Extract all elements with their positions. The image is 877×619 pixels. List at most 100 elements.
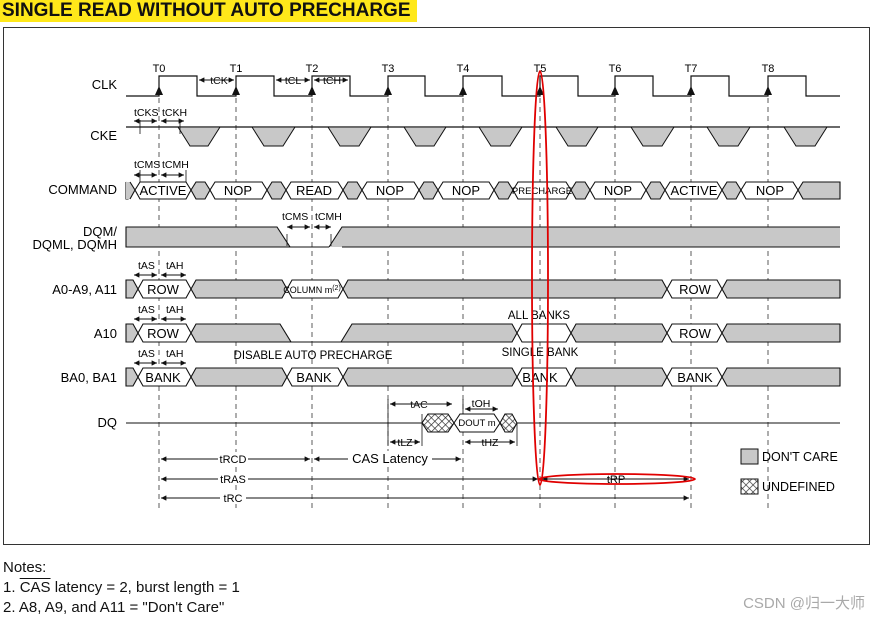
dq-timing (390, 401, 515, 445)
signal-cke: CKE (90, 128, 117, 143)
signal-command: COMMAND (48, 182, 117, 197)
note-1-cas: CAS (19, 579, 51, 596)
signal-dqm: DQM/ (83, 224, 117, 239)
tah3-label: tAH (166, 348, 184, 360)
bank-bus (125, 367, 841, 387)
command-timing (134, 170, 187, 182)
tch-label: tCH (323, 75, 341, 87)
cmd-nop-1: NOP (224, 183, 252, 198)
a10-labels: ROW ALL BANKS ROW (147, 310, 712, 341)
legend-undefined-swatch (740, 478, 759, 495)
thz-label: tHZ (482, 437, 500, 449)
t5-highlight-ellipse (531, 70, 549, 486)
address-timing-labels: tAS tAH (138, 260, 184, 272)
signal-address: A0-A9, A11 (52, 282, 117, 297)
dq-dout-m: DOUT m (458, 418, 495, 429)
tas1-label: tAS (138, 260, 155, 272)
trcd-label: tRCD (220, 454, 247, 466)
cmd-nop-5: NOP (756, 183, 784, 198)
ba-single-bank: SINGLE BANK (502, 347, 579, 359)
dqm-timing-labels: tCMS tCMH (282, 211, 342, 223)
legend-dont-care-label: DON'T CARE (762, 450, 838, 464)
clock-label-t7: T7 (685, 63, 698, 75)
tlz-label: tLZ (397, 437, 413, 449)
cmd-nop-3: NOP (452, 183, 480, 198)
tcms2-label: tCMS (282, 211, 308, 223)
clock-label-t4: T4 (457, 63, 470, 75)
long-timing-labels: tRCD CAS Latency tRAS tRP tRC (218, 451, 625, 505)
command-bus (125, 181, 841, 200)
signal-dq: DQ (98, 415, 118, 430)
clock-label-t6: T6 (609, 63, 622, 75)
legend: DON'T CARE UNDEFINED (740, 448, 838, 495)
trp-label: tRP (607, 474, 625, 486)
tcmh2-label: tCMH (315, 211, 342, 223)
notes: Notes: 1. CAS latency = 2, burst length … (3, 558, 240, 618)
ba-bank-3: BANK (522, 370, 558, 385)
signal-a10: A10 (94, 326, 117, 341)
ba-bank-1: BANK (145, 370, 181, 385)
signal-names: CLK CKE COMMAND DQM/ DQML, DQMH A0-A9, A… (33, 77, 118, 430)
cmd-nop-2: NOP (376, 183, 404, 198)
tras-label: tRAS (220, 474, 246, 486)
tas2-label: tAS (138, 304, 155, 316)
a10-timing-labels: tAS tAH (138, 304, 184, 316)
note-2: 2. A8, A9, and A11 = "Don't Care" (3, 599, 225, 616)
dq-timing-labels: tAC tOH tLZ tHZ (397, 398, 499, 449)
trp-highlight-ellipse (538, 473, 696, 485)
clk-waveform (126, 75, 840, 97)
bank-timing-labels: tAS tAH (138, 348, 184, 360)
toh-label: tOH (472, 398, 491, 410)
command-timing-labels: tCMS tCMH (134, 159, 189, 171)
tas3-label: tAS (138, 348, 155, 360)
cke-waveform (126, 120, 840, 147)
signal-bank-address: BA0, BA1 (61, 370, 117, 385)
notes-heading: Notes: (3, 559, 47, 576)
tcl-label: tCL (285, 75, 302, 87)
addr-column-m-sup: (2) (332, 285, 341, 292)
a10-all-banks: ALL BANKS (508, 310, 571, 322)
note-1-rest: latency = 2, burst length = 1 (50, 579, 240, 596)
signal-clk: CLK (92, 77, 118, 92)
addr-row-1: ROW (147, 282, 180, 297)
trc-label: tRC (224, 493, 243, 505)
red-annotations (531, 70, 696, 486)
ba-disable-auto-precharge: DISABLE AUTO PRECHARGE (234, 350, 393, 362)
bank-labels: BANK DISABLE AUTO PRECHARGE BANK SINGLE … (145, 347, 713, 385)
legend-undefined-label: UNDEFINED (762, 480, 835, 494)
a10-row-1: ROW (147, 326, 180, 341)
cmd-active-2: ACTIVE (671, 183, 718, 198)
cas-latency-label: CAS Latency (352, 451, 428, 466)
tah2-label: tAH (166, 304, 184, 316)
note-1-prefix: 1. (3, 579, 20, 596)
clk-timing-labels: tCK tCL tCH (210, 75, 341, 87)
tcmh-label: tCMH (162, 159, 189, 171)
clock-label-t2: T2 (306, 63, 319, 75)
address-bus (125, 279, 841, 299)
cmd-active-1: ACTIVE (140, 183, 187, 198)
cmd-precharge: PRECHARGE (512, 186, 572, 197)
dqm-waveform (125, 226, 840, 248)
signal-dqml-dqmh: DQML, DQMH (33, 237, 118, 252)
clock-label-t5: T5 (534, 63, 547, 75)
dq-waveform (126, 399, 840, 446)
cmd-read: READ (296, 183, 332, 198)
command-labels: ACTIVE NOP READ NOP NOP PRECHARGE NOP AC… (140, 183, 785, 198)
clock-label-t1: T1 (230, 63, 243, 75)
note-1: 1. CAS latency = 2, burst length = 1 (3, 578, 240, 598)
a10-bus (125, 323, 841, 343)
diagram-frame (3, 27, 870, 545)
clock-label-t3: T3 (382, 63, 395, 75)
clock-label-t0: T0 (153, 63, 166, 75)
tah1-label: tAH (166, 260, 184, 272)
cke-timing-labels: tCKS tCKH (134, 107, 187, 119)
addr-column-m-text: COLUMN m (283, 285, 332, 295)
address-labels: ROW COLUMN m(2) ROW (147, 282, 712, 297)
ba-bank-4: BANK (677, 370, 713, 385)
cmd-nop-4: NOP (604, 183, 632, 198)
tck-label: tCK (210, 75, 228, 87)
ba-bank-2: BANK (296, 370, 332, 385)
tcms-label: tCMS (134, 159, 160, 171)
addr-column-m: COLUMN m(2) (283, 285, 341, 295)
